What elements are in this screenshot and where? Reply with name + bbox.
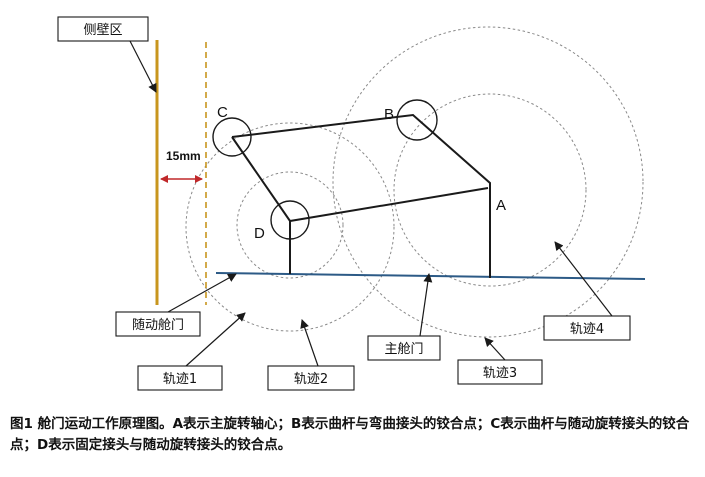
point-a-label: A [496,197,506,214]
track1-box [137,365,223,391]
track1-circle [185,122,395,332]
side-wall-leader [129,40,157,93]
track3-circle [332,26,644,338]
main-door-leader [419,273,433,337]
point-b-label: B [384,106,394,123]
main-door-label: 主舱门 [384,342,423,357]
track1-leader [185,312,246,367]
track3-leader [484,337,506,361]
gap-label: 15mm [166,149,201,163]
track3-label: 轨迹3 [483,366,517,381]
track3-box [457,359,543,385]
point-d-label: D [254,225,265,242]
track2-circle [236,171,344,279]
track1-label: 轨迹1 [163,372,197,387]
track4-circle [393,93,587,287]
follower-door-leader [167,273,237,313]
track4-label: 轨迹4 [570,322,604,337]
point-c-label: C [217,104,228,121]
follower-door-box [115,311,201,337]
side-wall-box [57,16,149,42]
main-door-box [367,335,441,361]
figure-caption: 图1 舱门运动工作原理图。A表示主旋转轴心；B表示曲杆与弯曲接头的铰合点；C表示… [10,416,690,453]
track2-label: 轨迹2 [294,372,328,387]
track4-leader [554,241,613,317]
joint-b-circle [396,99,438,141]
track4-box [543,315,631,341]
joint-c-circle [212,117,252,157]
track2-leader [300,319,319,367]
side-wall-label: 侧壁区 [83,23,122,38]
follower-door-label: 随动舱门 [132,318,184,333]
track2-box [267,365,355,391]
joint-d-circle [270,200,310,240]
curved-lever [231,113,491,278]
door-mechanism-diagram: 15mm C B D A 侧壁区 随动舱门 主舱门 轨迹1 轨迹2 轨迹3 轨迹… [57,16,646,391]
